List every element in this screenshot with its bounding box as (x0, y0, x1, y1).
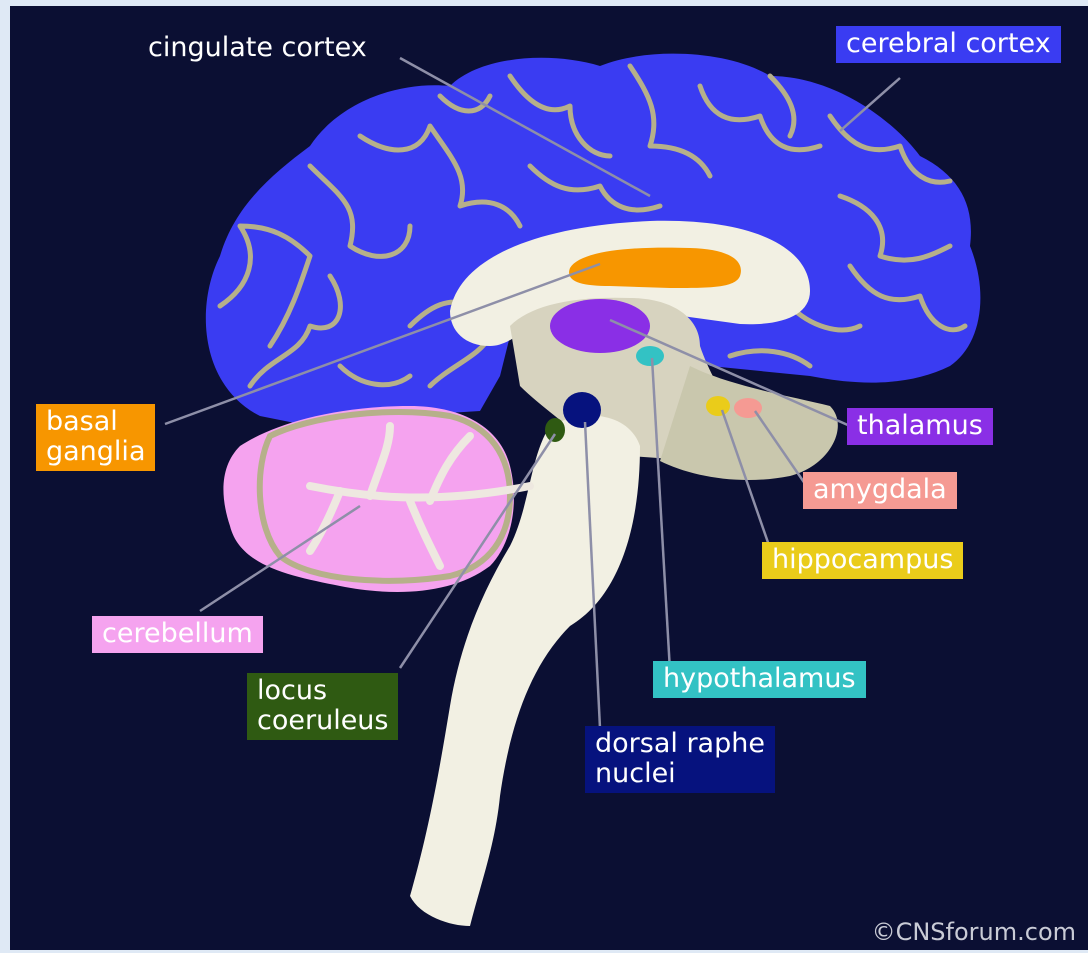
label-hypothalamus: hypothalamus (653, 661, 866, 698)
label-cerebral-cortex: cerebral cortex (836, 26, 1061, 63)
hypothalamus-shape (636, 346, 664, 366)
label-basal-ganglia: basal ganglia (36, 404, 155, 471)
credit-text: ©CNSforum.com (872, 918, 1076, 946)
label-hippocampus: hippocampus (762, 542, 963, 579)
label-cerebellum: cerebellum (92, 616, 263, 653)
locus-coeruleus-shape (545, 418, 565, 442)
thalamus-shape (550, 299, 650, 353)
label-thalamus: thalamus (847, 408, 993, 445)
temporal-lobe-underside (660, 366, 838, 480)
diagram-frame: cingulate cortex cerebral cortex basal g… (10, 6, 1088, 950)
dorsal-raphe-shape (563, 392, 601, 428)
label-amygdala: amygdala (803, 472, 957, 509)
hippocampus-shape (706, 396, 730, 416)
label-cingulate-cortex: cingulate cortex (138, 30, 377, 67)
label-dorsal-raphe-nuclei: dorsal raphe nuclei (585, 726, 775, 793)
label-locus-coeruleus: locus coeruleus (247, 673, 398, 740)
